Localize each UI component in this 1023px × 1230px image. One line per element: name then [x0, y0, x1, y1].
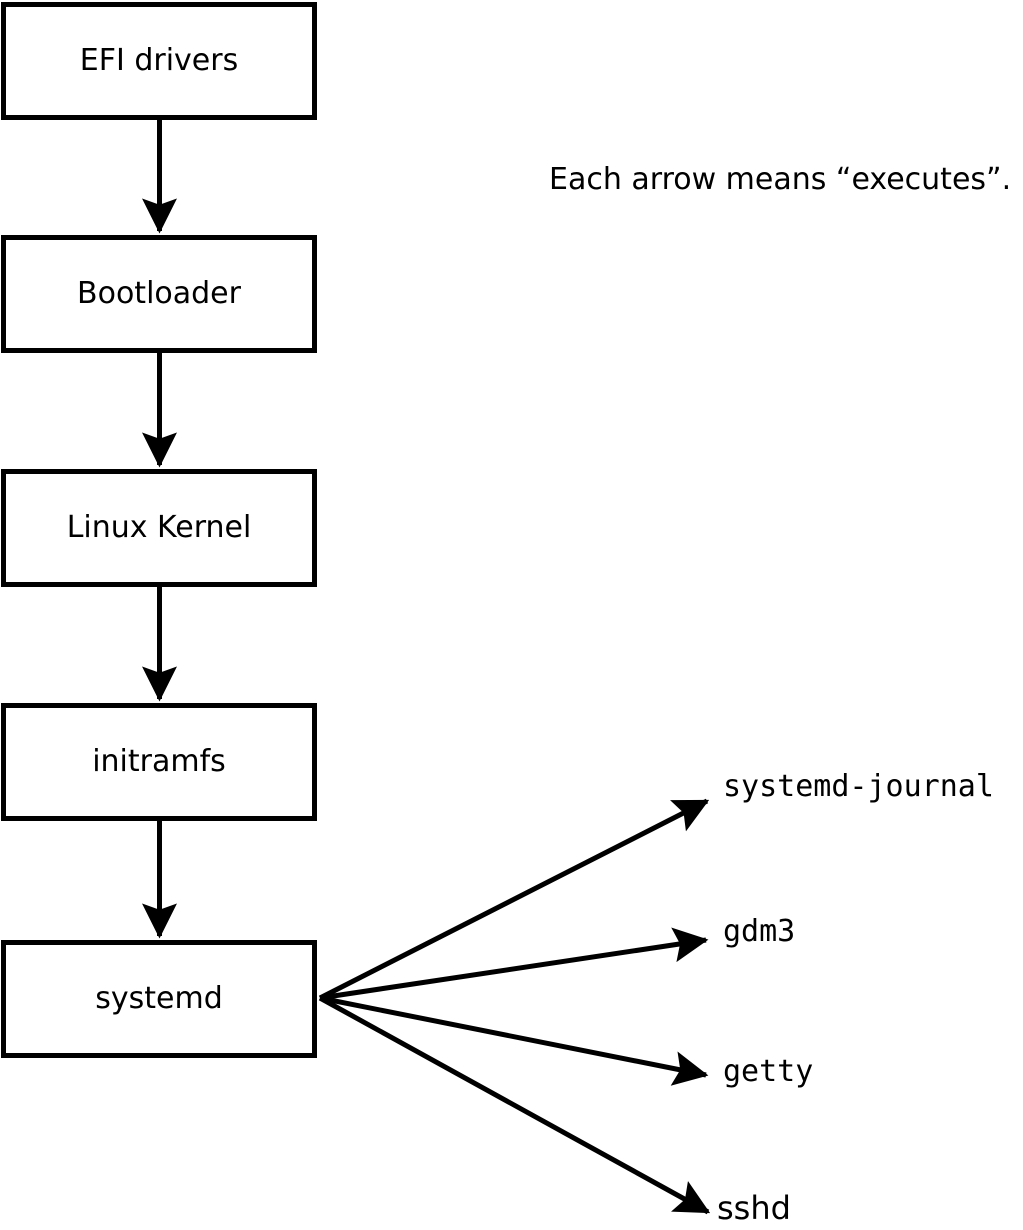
label-systemd-journal: systemd-journal [723, 769, 994, 804]
exec-arrow-systemd-to-sshd [318, 995, 711, 1215]
box-linux-kernel: Linux Kernel [1, 469, 317, 587]
box-bootloader: Bootloader [1, 235, 317, 353]
legend-note: Each arrow means “executes”. [549, 162, 1012, 197]
label-gdm3: gdm3 [723, 914, 796, 949]
box-systemd-label: systemd [95, 981, 223, 1016]
label-sshd: sshd [717, 1189, 791, 1227]
exec-arrow-systemd-to-getty [319, 995, 709, 1086]
exec-arrow-systemd-to-gdm3 [319, 927, 709, 1001]
exec-arrow-systemd-to-systemd-journal [318, 798, 710, 1001]
box-systemd: systemd [1, 940, 317, 1058]
box-efi-drivers: EFI drivers [1, 2, 317, 120]
box-efi-drivers-label: EFI drivers [79, 43, 239, 78]
box-initramfs: initramfs [1, 703, 317, 821]
box-initramfs-label: initramfs [92, 744, 226, 779]
box-linux-kernel-label: Linux Kernel [66, 510, 252, 545]
box-bootloader-label: Bootloader [77, 276, 241, 311]
label-getty: getty [723, 1054, 814, 1089]
